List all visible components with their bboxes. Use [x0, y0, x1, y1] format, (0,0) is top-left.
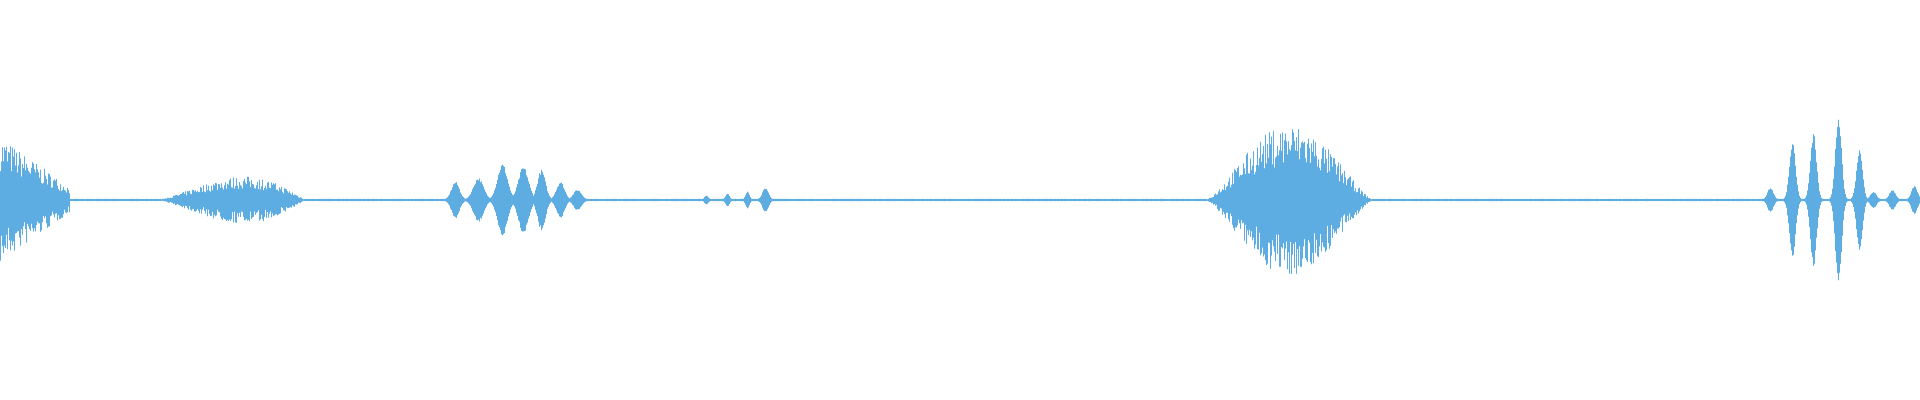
waveform-path: [0, 119, 1920, 281]
